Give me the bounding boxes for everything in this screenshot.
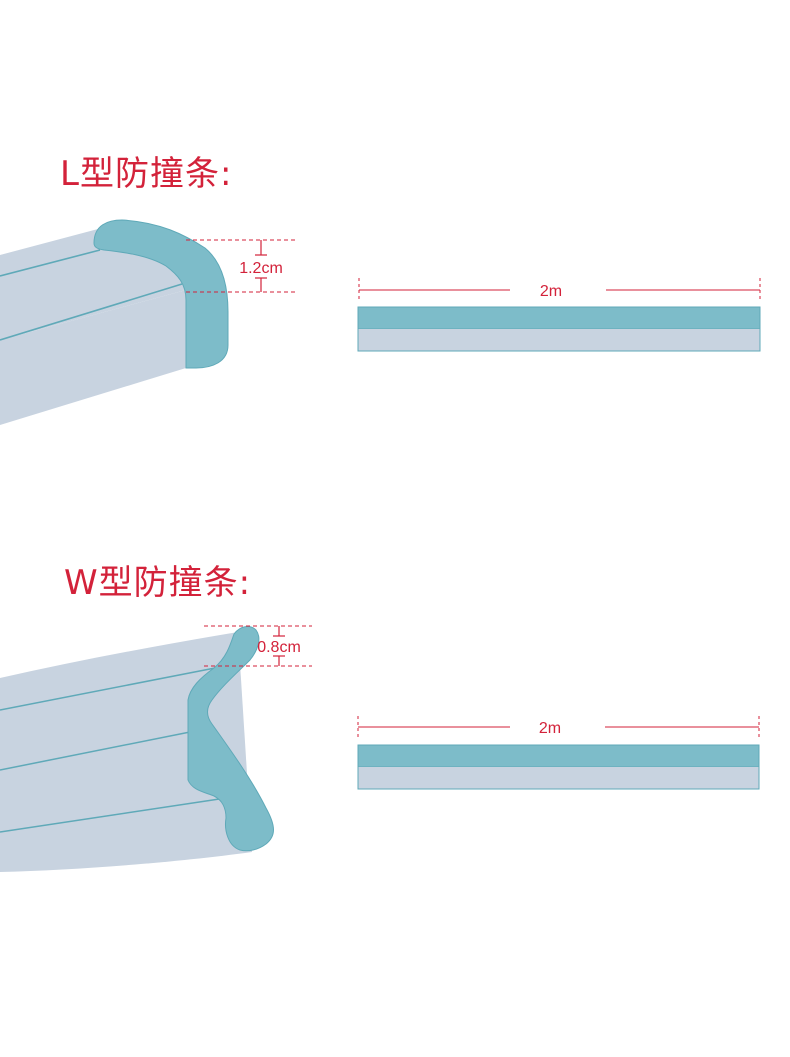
l-thickness-dimension: 1.2cm: [186, 239, 296, 293]
l-length-dimension: 2m: [358, 278, 761, 302]
w-side-view-outline: [357, 744, 760, 790]
l-type-side-view: [357, 306, 761, 352]
l-length-label: 2m: [540, 283, 562, 300]
w-type-perspective-illustration: [0, 626, 274, 872]
l-strip-groove-line: [0, 249, 101, 277]
w-strip-groove-line: [0, 797, 227, 833]
l-side-view-outline: [357, 306, 761, 352]
l-type-title: L型防撞条:: [60, 154, 233, 194]
w-length-dimension: 2m: [357, 716, 760, 740]
w-type-side-view: [357, 744, 760, 790]
w-side-view-edge-layer: [357, 744, 760, 768]
w-length-label: 2m: [539, 720, 561, 737]
l-strip-groove-line: [0, 283, 183, 341]
w-thickness-label: 0.8cm: [257, 639, 301, 656]
w-strip-body: [0, 632, 252, 872]
w-strip-edge-profile: [187, 626, 274, 852]
l-strip-front-face: [0, 290, 186, 425]
l-strip-edge-profile: [93, 219, 229, 369]
w-thickness-dimension: 0.8cm: [204, 625, 312, 667]
w-side-view-body-layer: [358, 767, 759, 789]
w-strip-groove-line: [0, 731, 191, 771]
l-thickness-label: 1.2cm: [239, 260, 283, 277]
l-type-perspective-illustration: [0, 219, 229, 425]
w-type-title: W型防撞条:: [64, 563, 252, 603]
l-side-view-body-layer: [358, 329, 760, 351]
w-strip-groove-line: [0, 667, 216, 711]
l-side-view-edge-layer: [357, 306, 761, 330]
